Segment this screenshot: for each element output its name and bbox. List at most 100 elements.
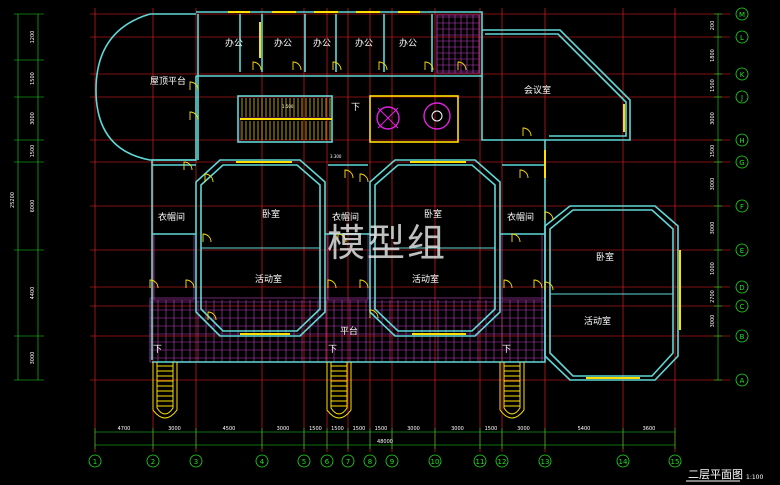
door-swing — [359, 279, 369, 289]
axis-label-col-5: 5 — [302, 458, 306, 466]
door-swing — [424, 61, 434, 71]
label-meeting-room: 会议室 — [524, 84, 551, 96]
stair-landing-rail — [240, 118, 332, 120]
dim-text-left: 1200 — [30, 31, 36, 44]
door-swing — [327, 279, 337, 289]
axis-label-row-E: E — [740, 247, 744, 255]
tile-hatch-pattern — [149, 15, 545, 362]
planter-shrub-left — [376, 106, 400, 130]
windows — [228, 11, 681, 379]
door-swing — [544, 281, 554, 291]
building-walls — [95, 11, 679, 381]
axis-label-col-7: 7 — [346, 458, 350, 466]
axis-bubble-col-9 — [385, 454, 399, 468]
axis-label-col-8: 8 — [368, 458, 372, 466]
axis-label-col-9: 9 — [390, 458, 394, 466]
axis-bubble-row-F — [735, 199, 749, 213]
label-cloakroom-left: 衣帽间 — [158, 211, 185, 223]
axis-bubble-col-13 — [538, 454, 552, 468]
dim-text-bottom-total: 48000 — [377, 439, 393, 445]
dim-text-bottom: 3000 — [277, 426, 290, 432]
door-swing — [189, 111, 199, 121]
axis-bubble-row-G — [735, 155, 749, 169]
axis-label-row-J: J — [740, 94, 743, 102]
door-swing — [359, 173, 369, 183]
door-swing — [344, 169, 354, 179]
axis-label-col-2: 2 — [151, 458, 155, 466]
dim-text-bottom: 3000 — [451, 426, 464, 432]
label-cloakroom-right: 衣帽间 — [507, 211, 534, 223]
dim-text-left: 4400 — [30, 287, 36, 300]
dim-text-left: 1500 — [30, 145, 36, 158]
stair-treads — [241, 98, 331, 140]
axis-bubble-row-J — [735, 90, 749, 104]
dim-text-right: 3000 — [710, 178, 716, 191]
dim-text-right: 1500 — [710, 145, 716, 158]
axis-label-col-14: 14 — [619, 458, 628, 466]
wall-octagon-left — [195, 159, 326, 337]
axis-bubble-col-15 — [668, 454, 682, 468]
door-swing — [207, 311, 217, 321]
axis-bubble-row-M — [735, 7, 749, 21]
axis-label-col-6: 6 — [325, 458, 330, 466]
label-office-2: 办公 — [274, 37, 292, 49]
dim-text-right: 1000 — [710, 262, 716, 275]
axis-label-row-F: F — [740, 203, 744, 211]
door-swing — [457, 61, 467, 71]
axis-label-row-B: B — [740, 333, 745, 341]
axis-label-row-K: K — [740, 71, 745, 79]
axis-label-row-M: M — [739, 11, 745, 19]
axis-label-col-1: 1 — [93, 458, 97, 466]
door-swing — [378, 61, 388, 71]
axis-bubble-col-3 — [189, 454, 203, 468]
dim-text-bottom: 1500 — [331, 426, 344, 432]
axis-bubble-row-L — [735, 30, 749, 44]
dim-text-bottom: 3000 — [168, 426, 181, 432]
dim-text-right: 1800 — [710, 49, 716, 62]
wall-meeting-room — [482, 29, 631, 141]
outside-stair-outline — [152, 362, 178, 419]
dim-text-right: 3000 — [710, 222, 716, 235]
drawing-title: 二层平面图 — [688, 468, 743, 481]
outside-stair-inner — [330, 362, 348, 415]
door-swing — [519, 169, 529, 179]
axis-label-row-C: C — [740, 303, 745, 311]
label-activity-left: 活动室 — [255, 273, 282, 285]
axis-label-row-G: G — [739, 159, 744, 167]
axis-bubble-col-7 — [341, 454, 355, 468]
planter-shrub-right — [423, 102, 451, 130]
label-activity-mid: 活动室 — [412, 273, 439, 285]
tile-floor-washroom-right — [501, 233, 543, 301]
axis-label-row-A: A — [740, 377, 745, 385]
axis-label-col-4: 4 — [260, 458, 265, 466]
axis-label-col-15: 15 — [671, 458, 680, 466]
label-office-4: 办公 — [355, 37, 373, 49]
drawing-scale: 1:100 — [746, 474, 763, 481]
label-cloakroom-mid: 衣帽间 — [332, 211, 359, 223]
level-mark: 3.300 — [330, 154, 342, 159]
label-down-right: 下 — [502, 345, 511, 355]
axis-bubble-row-C — [735, 299, 749, 313]
door-swing — [533, 279, 543, 289]
dim-text-bottom: 1500 — [353, 426, 366, 432]
label-down-mid: 下 — [328, 345, 337, 355]
label-down-stair: 下 — [351, 103, 360, 113]
axis-bubble-col-12 — [495, 454, 509, 468]
axis-bubble-row-A — [735, 373, 749, 387]
axis-label-row-D: D — [739, 284, 744, 292]
axis-bubble-col-2 — [146, 454, 160, 468]
outside-stair-inner — [156, 362, 174, 415]
stair-level-label: 1.500 — [282, 104, 294, 109]
door-swing — [185, 279, 195, 289]
label-office-3: 办公 — [313, 37, 331, 49]
axis-label-col-12: 12 — [498, 458, 507, 466]
tile-floor-washroom-left — [153, 233, 195, 301]
label-office-1: 办公 — [225, 37, 243, 49]
axis-label-col-11: 11 — [476, 458, 485, 466]
tile-floors — [149, 14, 546, 363]
door-swing — [332, 61, 342, 71]
axis-bubble-col-4 — [255, 454, 269, 468]
